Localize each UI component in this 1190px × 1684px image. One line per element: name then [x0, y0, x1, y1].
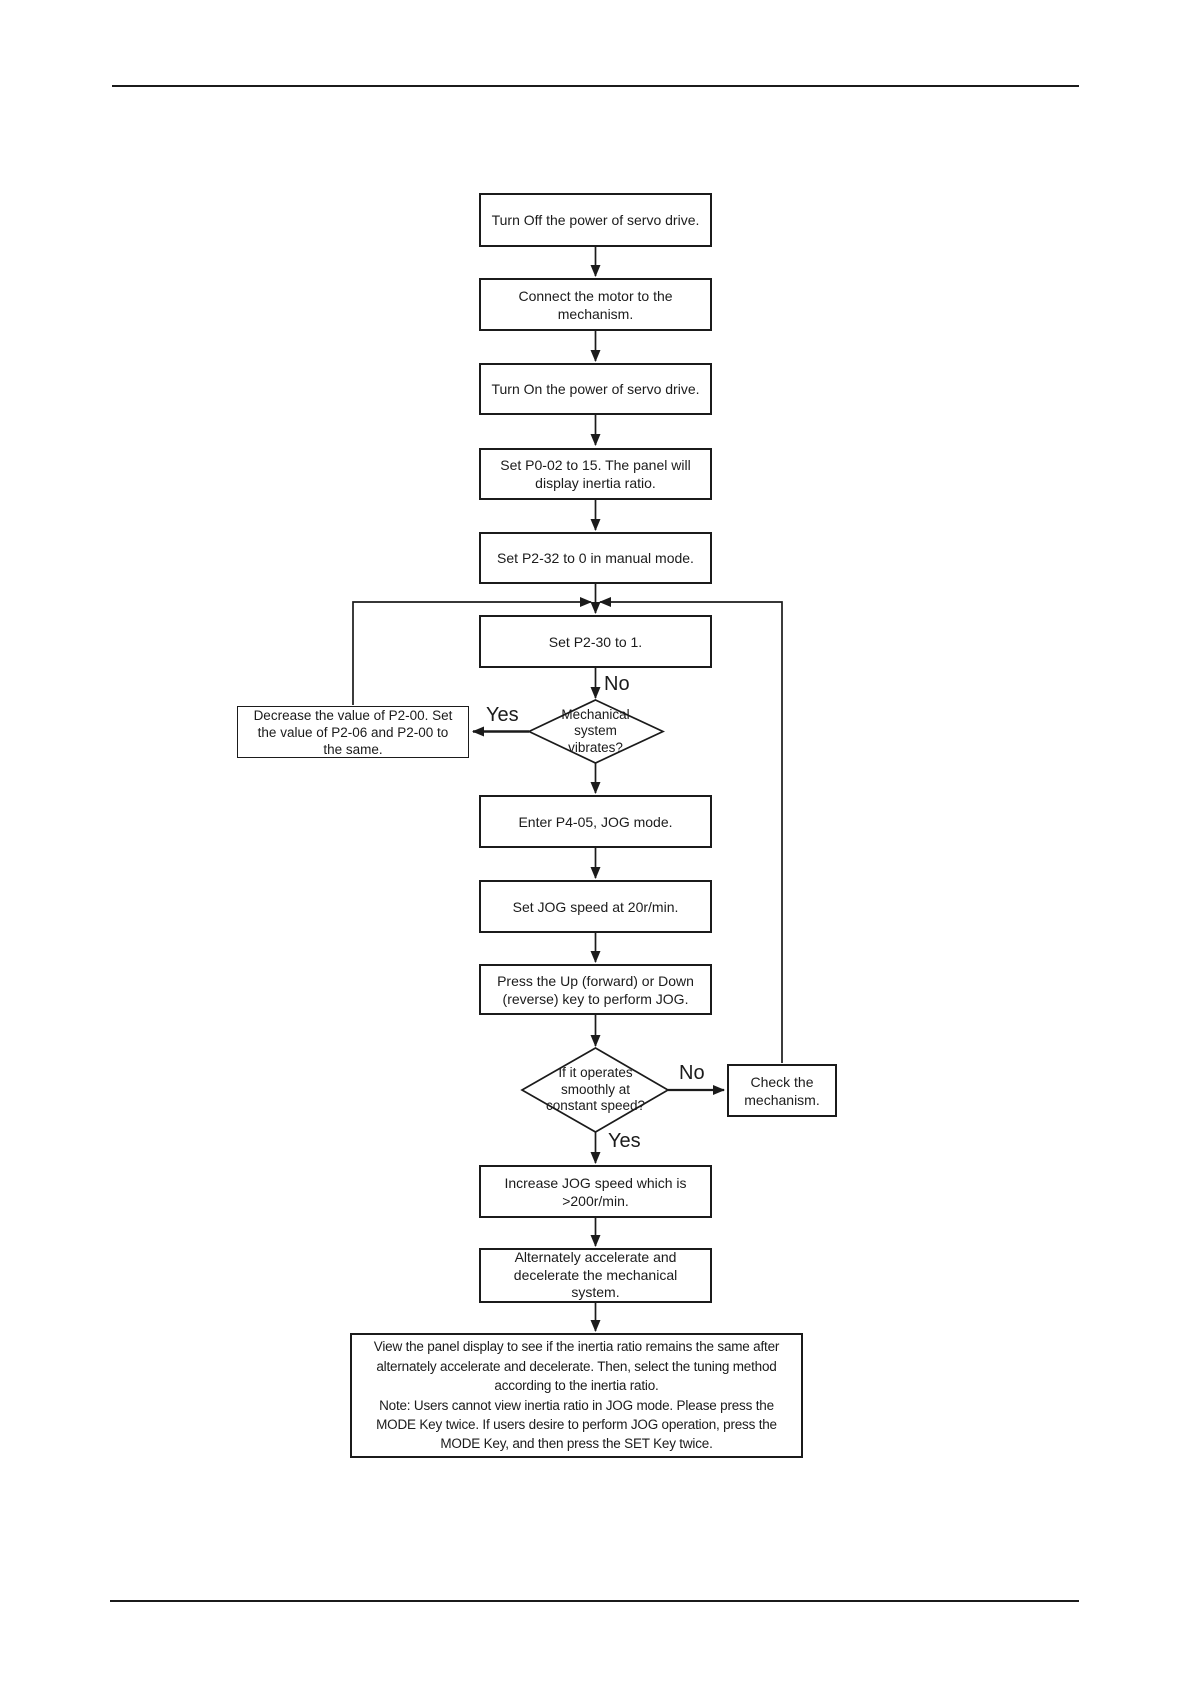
flow-step-connect-motor: Connect the motor to the mechanism. [479, 278, 712, 331]
flow-step-label: Press the Up (forward) or Down (reverse)… [497, 972, 694, 1007]
flow-step-label: Enter P4-05, JOG mode. [518, 813, 673, 830]
flow-step-label: Set P2-32 to 0 in manual mode. [497, 550, 694, 566]
flow-step-set-p2-30: Set P2-30 to 1. [479, 615, 712, 668]
footer-rule [110, 1600, 1079, 1602]
decision-diamond-vibrates [527, 699, 666, 764]
flow-step-label: Decrease the value of P2-00. Set the val… [253, 707, 453, 757]
header-rule [112, 85, 1079, 87]
left-loop-line [352, 597, 592, 705]
flow-step-enter-p4-05: Enter P4-05, JOG mode. [479, 795, 712, 848]
flow-step-set-p0-02: Set P0-02 to 15. The panel will display … [479, 448, 712, 500]
flow-step-press-up-down: Press the Up (forward) or Down (reverse)… [479, 964, 712, 1015]
decision-diamond-smooth [520, 1047, 670, 1133]
flow-step-label: Increase JOG speed which is >200r/min. [504, 1174, 687, 1209]
flow-step-label: Set P0-02 to 15. The panel will display … [500, 457, 691, 491]
branch-label-yes-vibrates: Yes [486, 704, 519, 726]
flow-step-turn-off-power: Turn Off the power of servo drive. [479, 193, 712, 247]
flow-step-label: Set P2-30 to 1. [548, 633, 643, 650]
flow-step-decrease-p2-00: Decrease the value of P2-00. Set the val… [237, 706, 469, 758]
flow-step-increase-jog-speed: Increase JOG speed which is >200r/min. [479, 1165, 712, 1218]
branch-label-no-vibrates: No [604, 673, 630, 695]
flow-step-label: Alternately accelerate and decelerate th… [513, 1249, 678, 1301]
flow-step-label: Turn Off the power of servo drive. [491, 212, 700, 228]
flow-step-turn-on-power: Turn On the power of servo drive. [479, 363, 712, 415]
branch-label-no-smooth: No [679, 1062, 705, 1084]
flow-step-set-jog-speed: Set JOG speed at 20r/min. [479, 880, 712, 933]
flow-step-alternate-accel-decel: Alternately accelerate and decelerate th… [479, 1248, 712, 1303]
flow-step-label: Connect the motor to the mechanism. [518, 287, 673, 322]
flow-step-label: View the panel display to see if the ine… [373, 1339, 780, 1452]
branch-label-yes-smooth: Yes [608, 1130, 641, 1152]
flow-step-label: Turn On the power of servo drive. [491, 381, 700, 397]
flow-step-set-p2-32: Set P2-32 to 0 in manual mode. [479, 532, 712, 584]
right-loop-line [599, 597, 783, 1063]
flow-step-label: Set JOG speed at 20r/min. [512, 898, 679, 915]
flow-step-check-mechanism: Check the mechanism. [727, 1064, 837, 1117]
flow-step-label: Check the mechanism. [744, 1073, 820, 1108]
flow-step-view-panel-note: View the panel display to see if the ine… [350, 1333, 803, 1458]
